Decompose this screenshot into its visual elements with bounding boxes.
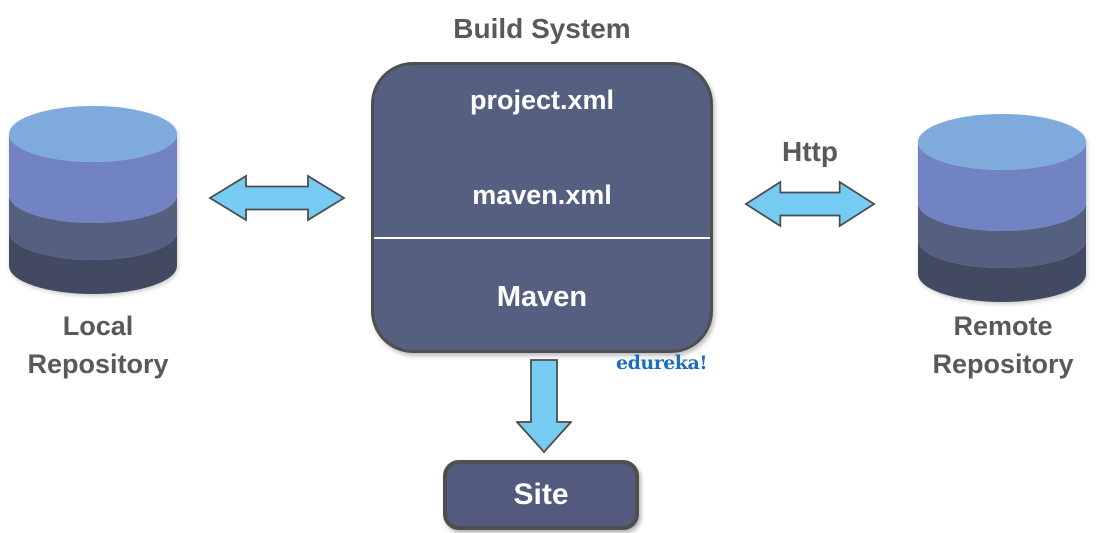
maven-engine-label: Maven	[496, 281, 588, 313]
http-label: Http	[782, 136, 838, 167]
cylinder-band-2	[918, 142, 1086, 231]
project-xml-label: project.xml	[469, 85, 615, 115]
local-repository-label-line1: Local	[62, 311, 134, 341]
remote-repository-label-line2: Repository	[932, 349, 1074, 379]
cylinder-top	[9, 106, 177, 162]
cylinder-band-2	[9, 134, 177, 223]
cylinder-top	[918, 114, 1086, 170]
site-box: Site	[443, 460, 639, 530]
cylinder-band-3	[918, 203, 1086, 268]
double-arrow-shape	[744, 180, 876, 228]
local-sync-double-arrow-icon	[208, 174, 346, 222]
down-arrow-shape	[516, 359, 572, 454]
site-label: Site	[513, 478, 569, 511]
build-system-box: project.xml maven.xml Maven	[371, 62, 713, 353]
http-sync-double-arrow-icon	[744, 180, 876, 228]
cylinder-band-4	[918, 240, 1086, 302]
remote-repository-label-line1: Remote	[953, 311, 1053, 341]
build-system-title: Build System	[453, 13, 631, 44]
maven-xml-label: maven.xml	[472, 180, 612, 210]
local-repository-label-line2: Repository	[27, 349, 169, 379]
local-repository-database-icon	[9, 106, 177, 294]
cylinder-band-4	[9, 232, 177, 294]
double-arrow-shape	[208, 174, 346, 222]
divider-line	[374, 237, 710, 239]
cylinder-band-3	[9, 195, 177, 260]
site-output-down-arrow-icon	[516, 359, 572, 454]
local-repository-label: Local Repository	[3, 307, 193, 383]
edureka-logo: edureka!	[616, 352, 708, 374]
remote-repository-database-icon	[918, 114, 1086, 302]
remote-repository-label: Remote Repository	[903, 307, 1097, 383]
